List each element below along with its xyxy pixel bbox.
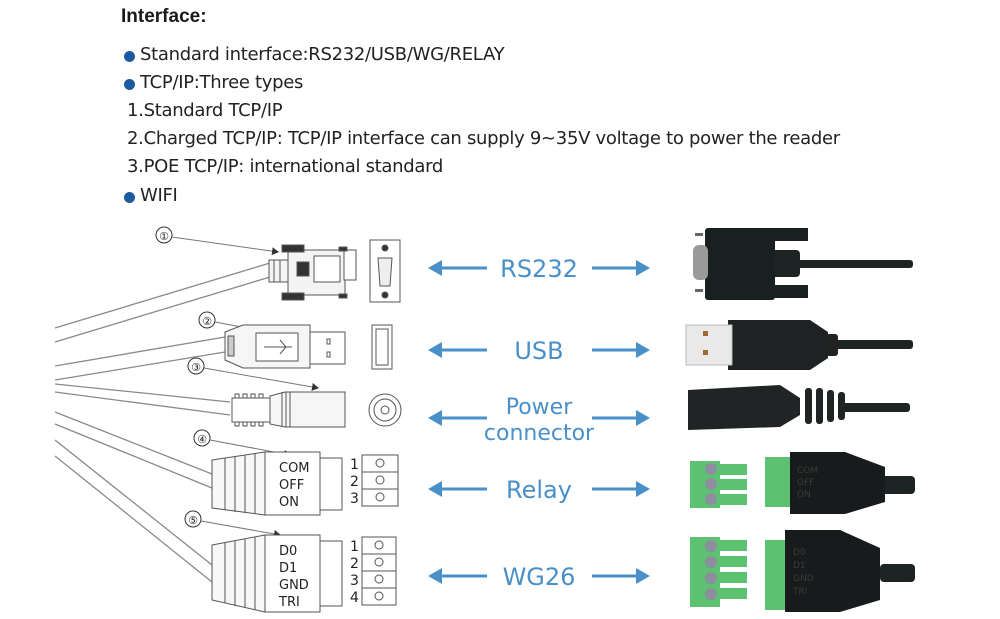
relay-pin-on: ON [279, 495, 299, 510]
relay-pin-com: COM [279, 461, 310, 476]
tcpip-type-charged: 2.Charged TCP/IP: TCP/IP interface can s… [127, 128, 840, 149]
arrow-right-icon [636, 410, 650, 426]
power-port-icon [368, 393, 402, 427]
wg26-line-drawing [211, 534, 343, 613]
tcpip-type-poe: 3.POE TCP/IP: international standard [127, 156, 444, 177]
arrow-group [428, 260, 650, 584]
arrow-left-icon [428, 260, 442, 276]
relay-photo-pin-com: COM [797, 466, 818, 476]
callout-5: ⑤ [184, 510, 281, 538]
svg-text:①: ① [159, 230, 169, 243]
relay-pin-off: OFF [279, 478, 304, 493]
arrow-left-icon [428, 410, 442, 426]
wg26-pin-gnd: GND [279, 578, 309, 593]
callout-4: ④ [193, 429, 291, 458]
relay-pin-number: 1 [350, 457, 359, 473]
wg26-terminal-icon [361, 536, 397, 606]
label-wg26: WG26 [503, 563, 576, 591]
relay-photo-pin-off: OFF [797, 478, 814, 488]
relay-pin-number: 3 [350, 491, 359, 507]
tcpip-type-standard: 1.Standard TCP/IP [127, 100, 283, 121]
bullet-tcpip: TCP/IP:Three types [140, 72, 304, 93]
label-relay: Relay [506, 476, 572, 504]
wg26-pin-d0: D0 [279, 544, 297, 559]
wg26-pin-tri: TRI [278, 595, 300, 610]
bullet-dot-icon [124, 79, 135, 90]
wg26-photo-pin-d1: D1 [793, 561, 806, 571]
rs232-port-icon [369, 239, 401, 303]
arrow-left-icon [428, 481, 442, 497]
wg26-pin-d1: D1 [279, 561, 297, 576]
wg26-pin-number: 3 [350, 573, 359, 589]
wg26-pin-number: 1 [350, 539, 359, 555]
label-rs232: RS232 [500, 255, 578, 283]
label-connector: connector [484, 421, 595, 446]
relay-line-drawing [211, 451, 343, 516]
relay-cable-photo [790, 452, 915, 514]
bullet-standard-interface: Standard interface:RS232/USB/WG/RELAY [140, 44, 505, 65]
bullet-dot-icon [124, 51, 135, 62]
svg-text:⑤: ⑤ [188, 514, 198, 527]
interface-heading: Interface: [121, 6, 207, 27]
bullet-dot-icon [124, 192, 135, 203]
usb-cable-photo [685, 320, 913, 370]
rs232-line-drawing [268, 244, 357, 301]
arrow-right-icon [636, 568, 650, 584]
bullet-wifi: WIFI [140, 185, 178, 206]
usb-port-icon [371, 324, 393, 370]
wg26-photo-pin-tri: TRI [792, 587, 807, 597]
relay-pin-number: 2 [350, 474, 359, 490]
arrow-right-icon [636, 481, 650, 497]
callout-1: ① [155, 226, 279, 256]
usb-line-drawing [224, 324, 346, 369]
callout-3: ③ [187, 357, 319, 391]
wg26-photo-pin-d0: D0 [793, 548, 806, 558]
wg26-pin-number: 4 [350, 590, 359, 606]
arrow-left-icon [428, 342, 442, 358]
wg26-pin-number: 2 [350, 556, 359, 572]
wg26-terminal-photo [690, 537, 790, 610]
wg26-cable-photo [785, 530, 915, 612]
power-line-drawing [231, 391, 346, 428]
relay-photo-pin-on: ON [797, 490, 811, 500]
svg-text:③: ③ [191, 361, 201, 374]
cable-wires [54, 262, 271, 583]
arrow-right-icon [636, 260, 650, 276]
wg26-photo-pin-gnd: GND [793, 574, 814, 584]
rs232-cable-photo [693, 228, 913, 300]
svg-text:④: ④ [197, 433, 207, 446]
power-cable-photo [688, 385, 910, 430]
label-power: Power [506, 395, 573, 420]
arrow-left-icon [428, 568, 442, 584]
svg-text:②: ② [202, 315, 212, 328]
arrow-right-icon [636, 342, 650, 358]
relay-terminal-photo [690, 457, 793, 508]
label-usb: USB [514, 337, 563, 365]
relay-terminal-icon [361, 454, 399, 507]
